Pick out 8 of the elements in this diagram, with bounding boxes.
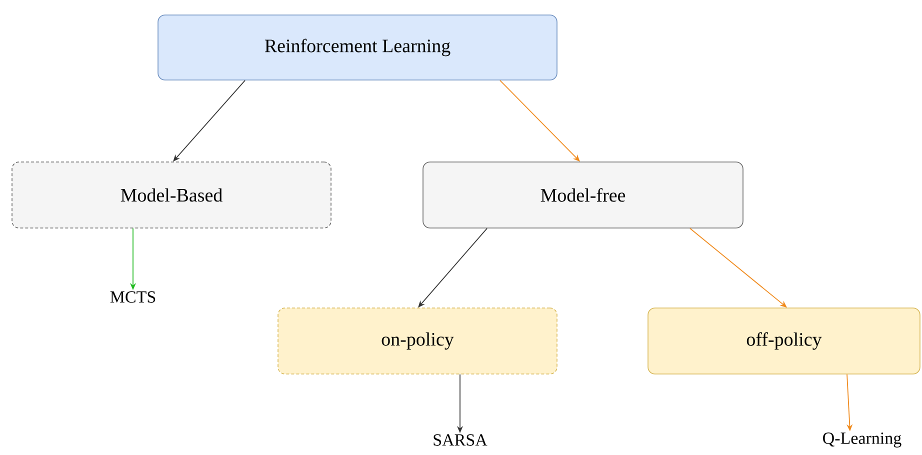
process-box: Model-free (422, 162, 744, 228)
leaf-label: MCTS (110, 291, 156, 303)
process-box: off-policy (648, 308, 920, 374)
leaf-label: SARSA (434, 434, 488, 446)
dashed-box: Model-Based (12, 162, 332, 228)
dashed-box: on-policy (278, 308, 558, 374)
leaf-label: Q-Learning (823, 432, 902, 448)
process-box: Reinforcement Learning (158, 14, 558, 80)
